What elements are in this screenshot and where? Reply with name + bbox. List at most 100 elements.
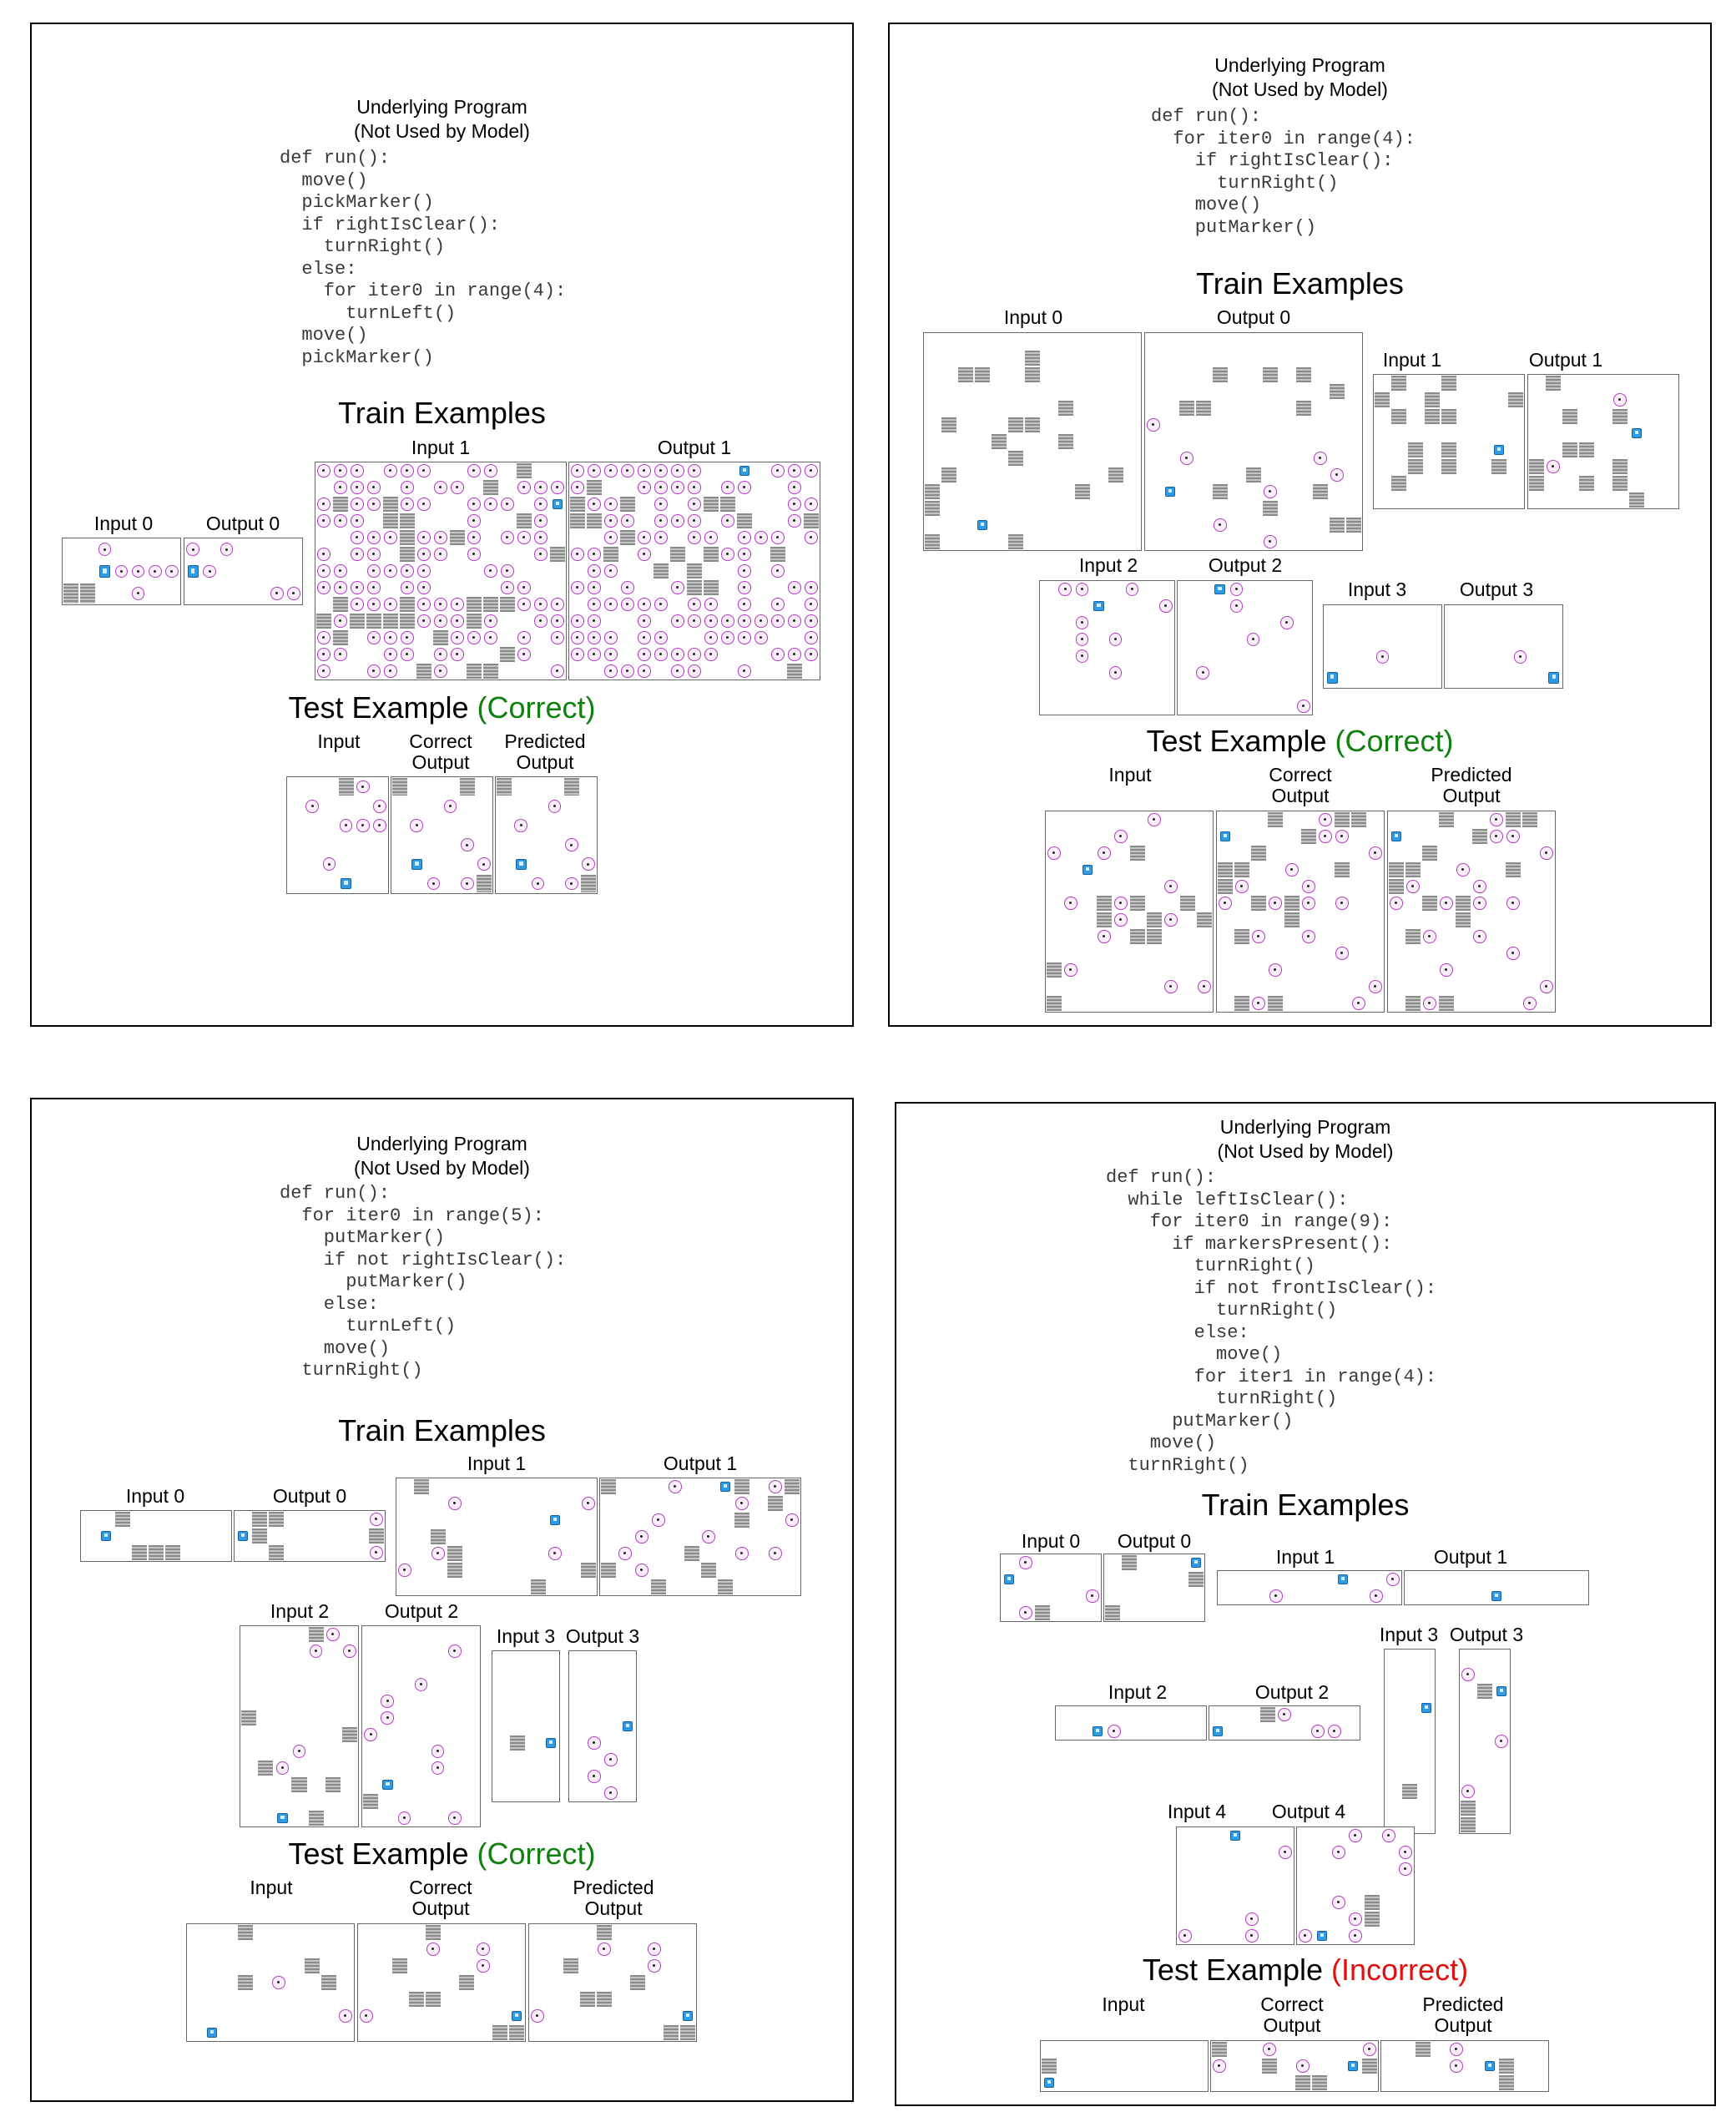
wall-block [684,1546,699,1561]
marker-icon [367,531,381,544]
marker-icon [451,631,464,644]
wall-block [785,1479,800,1494]
marker-icon [1108,666,1123,680]
wall-block [459,1975,474,1990]
marker-icon [654,464,668,477]
marker-icon [551,664,564,678]
marker-icon [738,631,751,644]
marker-icon [460,838,474,851]
marker-icon [805,498,818,511]
wall-block [1246,467,1261,483]
example-label: Input 3 [1347,578,1407,600]
marker-icon [771,531,785,544]
agent-icon [187,565,199,578]
wall-block [580,874,596,892]
example-label: Output 0 [1117,1530,1192,1552]
wall-block [1612,476,1628,491]
karel-grid [1296,1826,1415,1945]
wall-block [1408,459,1423,474]
agent-icon [381,1780,393,1790]
marker-icon [604,1786,618,1800]
agent-icon [1496,1686,1507,1696]
wall-block [447,1563,462,1578]
marker-icon [1473,930,1486,943]
marker-icon [431,1761,445,1775]
wall-block [925,484,940,499]
karel-grid [1444,604,1563,689]
marker-icon [1314,452,1327,465]
wall-block [580,1992,595,2007]
test-result: (Correct) [477,1837,596,1871]
wall-block [1130,896,1145,911]
marker-icon [334,481,347,494]
marker-icon [1047,846,1061,860]
wall-block [1025,351,1040,366]
agent-icon [206,2028,218,2038]
marker-icon [417,548,431,561]
karel-grid [396,1478,598,1596]
wall-block [517,513,532,528]
marker-icon [1245,1929,1259,1943]
column-label-input: Input [1102,1993,1145,2015]
marker-icon [1461,1785,1475,1798]
karel-grid [1404,1570,1589,1605]
wall-block [269,1545,284,1560]
example-label: Input 1 [1275,1546,1335,1568]
marker-icon [1506,830,1520,843]
wall-block [483,664,498,679]
wall-block [308,1811,324,1826]
marker-icon [702,1530,715,1544]
marker-icon [351,598,364,611]
column-label-input: Input [1108,764,1152,786]
marker-icon [410,819,424,832]
wall-block [308,1627,324,1642]
wall-block [1197,912,1212,927]
marker-icon [1196,666,1209,680]
example-label: Input 1 [1382,349,1442,371]
test-example-title: Test Example (Correct) [32,690,852,725]
marker-icon [1229,599,1244,613]
marker-icon [186,543,199,556]
wall-block [1416,2042,1431,2057]
wall-block [1008,451,1023,466]
marker-icon [203,564,217,578]
marker-icon [638,614,651,628]
wall-block [476,874,492,892]
marker-icon [1540,846,1553,860]
wall-block [1439,996,1454,1011]
marker-icon [1547,460,1560,473]
marker-icon [401,564,414,578]
example-label: Output 3 [1449,1624,1524,1645]
marker-icon [1456,863,1470,877]
wall-block [1335,862,1350,877]
wall-block [1506,862,1521,877]
marker-icon [443,799,457,813]
marker-icon [618,1547,632,1560]
marker-icon [1450,2059,1463,2073]
marker-icon [1114,913,1128,927]
wall-block [531,1579,546,1594]
marker-icon [738,664,751,678]
wall-block [992,434,1007,449]
program-code: def run(): move() pickMarker() if rightI… [280,148,567,368]
agent-icon [1082,865,1093,875]
wall-block [581,1563,596,1578]
wall-block [1213,367,1228,382]
marker-icon [604,564,618,578]
marker-icon [1450,2043,1463,2056]
marker-icon [654,598,668,611]
agent-icon [1493,445,1505,455]
marker-icon [805,598,818,611]
marker-icon [604,1753,618,1766]
marker-icon [721,631,734,644]
marker-icon [501,581,514,594]
marker-icon [805,614,818,628]
marker-icon [638,664,651,678]
marker-icon [1098,846,1111,860]
marker-icon [467,548,481,561]
marker-icon [417,464,431,477]
wall-block [1047,996,1062,1011]
wall-block [1461,1817,1476,1832]
marker-icon [1349,1829,1362,1842]
marker-icon [805,531,818,544]
